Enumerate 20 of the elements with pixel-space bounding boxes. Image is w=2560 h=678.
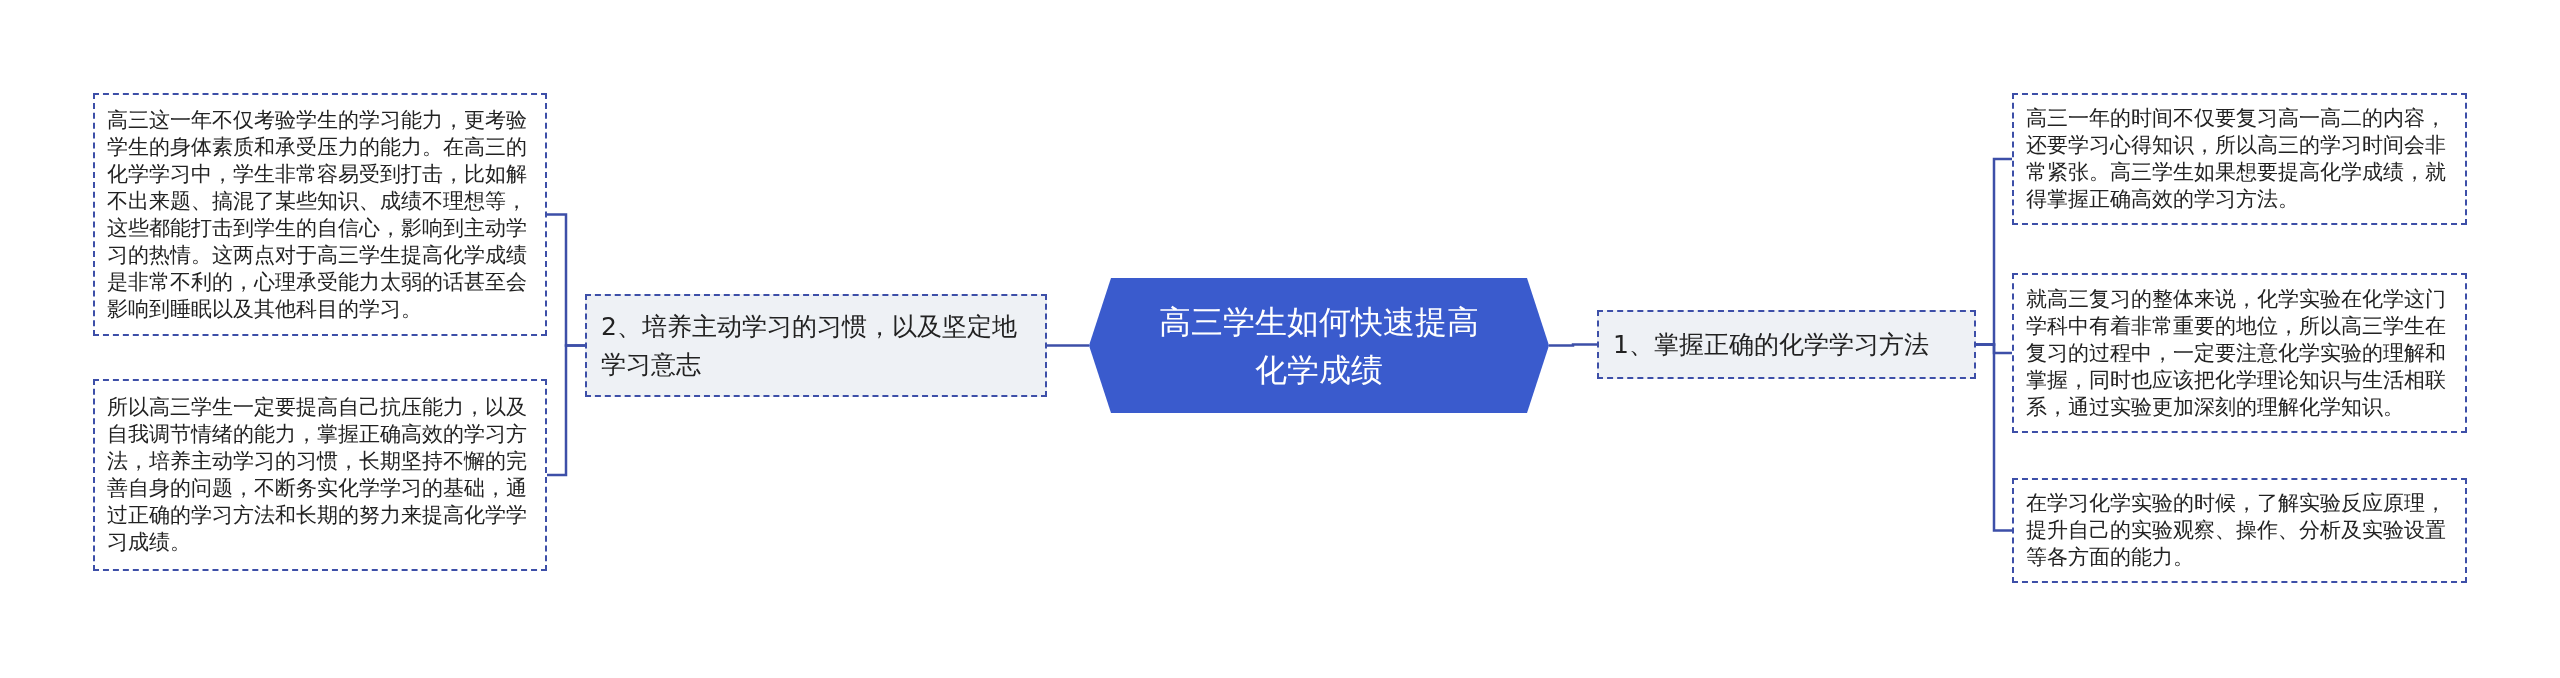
connector-line [1047,344,1089,347]
topic-text: 1、掌握正确的化学学习方法 [1613,328,1929,361]
topic-text: 2、培养主动学习的习惯，以及坚定地学习意志 [601,310,1018,381]
note-box [93,93,547,336]
note-text: 在学习化学实验的时候，了解实验反应原理，提升自己的实验观察、操作、分析及实验设置等各方面的能力。 [2026,490,2447,571]
note-text: 就高三复习的整体来说，化学实验在化学这门学科中有着非常重要的地位，所以高三学生在复习的过程中，一定要注意化学实验的理解和掌握，同时也应该把化学理论知识与生活相联系，通过实验更加深刻的理解化学知识。 [2026,285,2447,421]
note-box [2012,93,2467,225]
note-box [93,379,547,571]
connector-line [547,344,585,477]
note-box [2012,273,2467,433]
topic-title: 高三学生如何快速提高化学成绩 [1158,301,1480,391]
note-box [2012,478,2467,583]
note-text: 所以高三学生一定要提高自己抗压能力，以及自我调节情绪的能力，掌握正确高效的学习方法，培养主动学习的习惯，长期坚持不懈的完善自身的问题，不断务实化学学习的基础，通过正确的学习方法和长期的努力来提高化学学习成绩。 [107,394,528,556]
connector-line [1976,343,2012,532]
topic-box [1597,310,1976,379]
connector-line [1549,343,1597,347]
topic-box [585,294,1047,397]
note-text: 高三一年的时间不仅要复习高一高二的内容，还要学习心得知识，所以高三的学习时间会非常紧张。高三学生如果想要提高化学成绩，就得掌握正确高效的学习方法。 [2026,105,2447,213]
note-text: 高三这一年不仅考验学生的学习能力，更考验学生的身体素质和承受压力的能力。在高三的化学学习中，学生非常容易受到打击，比如解不出来题、搞混了某些知识、成绩不理想等，这些都能打击到学生的自信心，影响到主动学习的热情。这两点对于高三学生提高化学成绩是非常不利的，心理承受能力太弱的话甚至会影响到睡眠以及其他科目的学习。 [107,106,528,323]
central-topic [1089,278,1549,413]
